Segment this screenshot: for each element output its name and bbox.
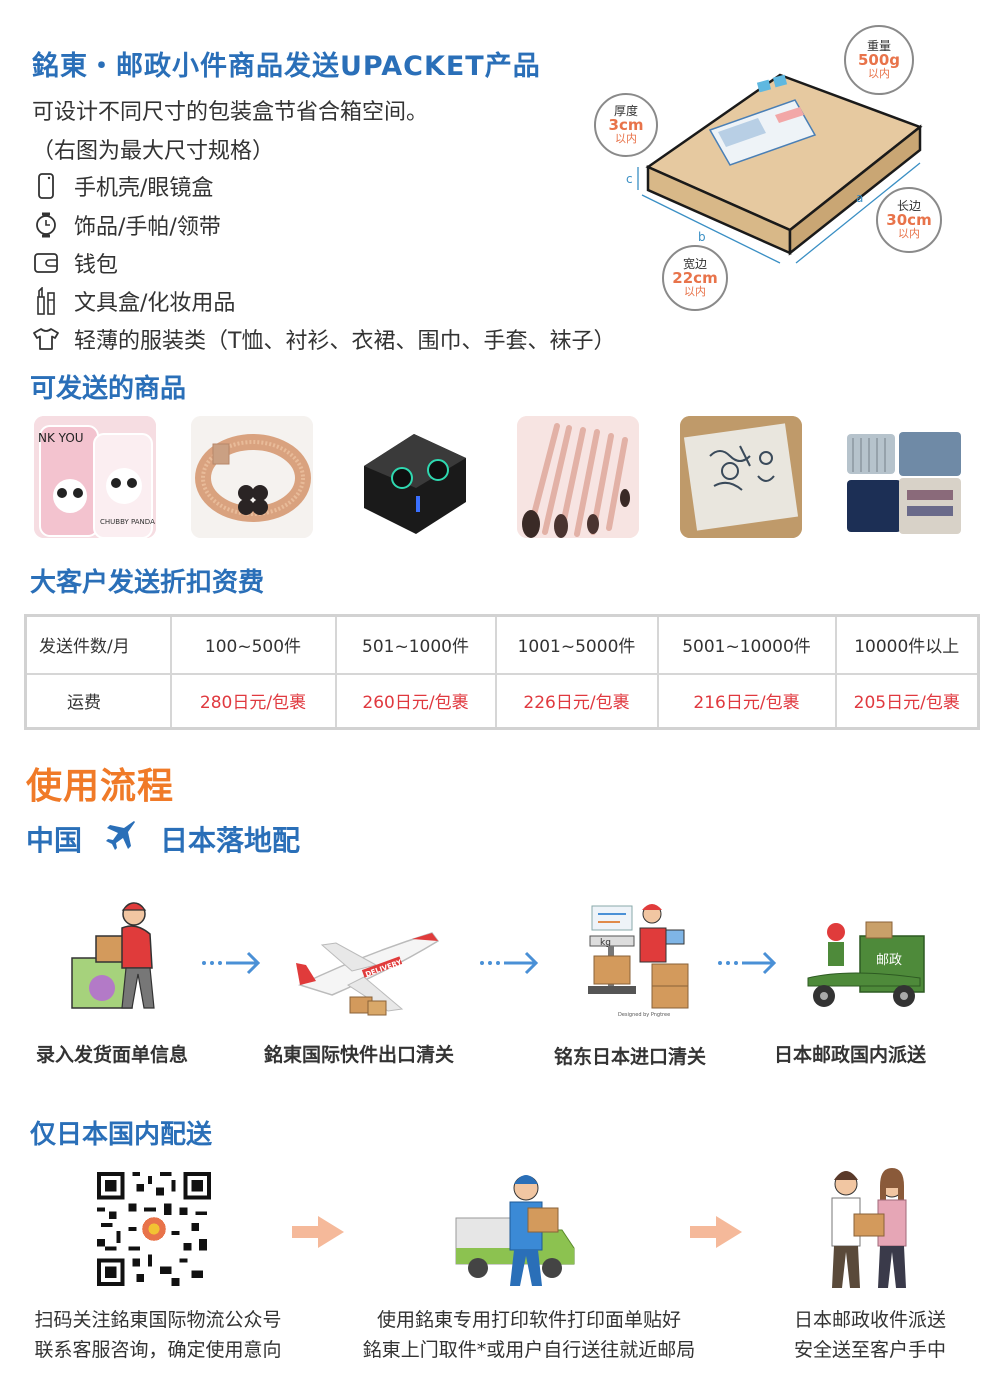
price-cell: 280日元/包裹 (169, 672, 337, 730)
product-makeup-brushes (517, 416, 639, 538)
phone-icon (32, 172, 60, 200)
weight-badge: 重量 500g 以内 (844, 25, 914, 95)
domestic-section-title: 仅日本国内配送 (30, 1120, 213, 1150)
feature-item-accessories: 饰品/手帕/领带 (32, 209, 221, 241)
product-panda-phone-cases: NK YOU CHUBBY PANDA (34, 416, 156, 538)
feature-label: 钱包 (74, 253, 119, 278)
svg-text:邮政: 邮政 (876, 953, 902, 968)
width-badge: 宽边 22cm 以内 (662, 245, 728, 311)
domestic-step-2-text: 使用銘東专用打印软件打印面单贴好 銘東上门取件*或用户自行送往就近邮局 (362, 1309, 696, 1362)
products-section-title: 可发送的商品 (30, 374, 187, 404)
tier-cell: 100~500件 (169, 614, 337, 675)
svg-text:NK YOU: NK YOU (38, 431, 84, 445)
feature-label: 饰品/手帕/领带 (74, 215, 221, 240)
tshirt-icon (32, 325, 60, 353)
tier-cell: 10000件以上 (834, 614, 980, 675)
flow-arrow (478, 950, 540, 976)
watch-icon (32, 211, 60, 239)
price-cell: 205日元/包裹 (834, 672, 980, 730)
page-title: 銘東・邮政小件商品发送UPACKET产品 (32, 51, 541, 82)
flow-step-label: 录入发货面单信息 (36, 1044, 189, 1066)
feature-item-phone: 手机壳/眼镜盒 (32, 170, 213, 202)
qr-code-image[interactable] (96, 1172, 212, 1286)
price-cell: 226日元/包裹 (494, 672, 659, 730)
table-row: 运费 280日元/包裹 260日元/包裹 226日元/包裹 216日元/包裹 2… (24, 672, 980, 730)
table-header-cell: 运费 (24, 672, 172, 730)
dim-a-label: a (856, 191, 863, 205)
courier-truck-illustration (452, 1164, 582, 1294)
flow-step-label: 日本邮政国内派送 (774, 1044, 927, 1066)
step-airplane-illustration: DELIVERY (292, 925, 442, 1020)
step-postal-scooter-illustration: 邮政 (800, 912, 930, 1012)
domestic-step-1-text: 扫码关注銘東国际物流公众号 联系客服咨询，确定使用意向 (34, 1309, 282, 1362)
rates-section-title: 大客户发送折扣资费 (30, 568, 265, 598)
route-destination: 日本落地配 (160, 823, 301, 857)
svg-text:CHUBBY PANDA: CHUBBY PANDA (100, 518, 155, 526)
svg-text:Designed by Pngtree: Designed by Pngtree (618, 1012, 670, 1018)
table-row: 发送件数/月 100~500件 501~1000件 1001~5000件 500… (24, 614, 980, 675)
intro-line-1: 可设计不同尺寸的包装盒节省合箱空间。 (32, 100, 429, 125)
price-cell: 260日元/包裹 (334, 672, 497, 730)
flow-arrow (200, 950, 262, 976)
domestic-arrow (690, 1212, 744, 1256)
step-customs-illustration: kg Designed by Pngtree (582, 900, 694, 1020)
tier-cell: 501~1000件 (334, 614, 497, 675)
flow-arrow (716, 950, 778, 976)
tier-cell: 1001~5000件 (494, 614, 659, 675)
product-wireless-earbuds (354, 416, 476, 538)
feature-item-stationery: 文具盒/化妆用品 (32, 285, 235, 317)
domestic-arrow (292, 1212, 346, 1256)
flow-section-title: 使用流程 (26, 766, 175, 807)
feature-item-clothing: 轻薄的服装类（T恤、衬衫、衣裙、围巾、手套、袜子） (32, 323, 615, 355)
feature-label: 文具盒/化妆用品 (74, 291, 236, 316)
table-header-cell: 发送件数/月 (24, 614, 172, 675)
airplane-icon (104, 818, 138, 859)
step-packing-illustration (66, 898, 166, 1018)
svg-text:kg: kg (600, 938, 611, 948)
cosmetics-icon (32, 287, 60, 315)
feature-item-wallet: 钱包 (32, 247, 118, 279)
flow-step-label: 銘東国际快件出口清关 (264, 1044, 455, 1066)
handover-illustration (818, 1164, 918, 1294)
product-rose-gold-bracelet (191, 416, 313, 538)
dim-b-label: b (698, 230, 706, 244)
route-origin: 中国 (26, 823, 83, 857)
thickness-badge: 厚度 3cm 以内 (594, 93, 658, 157)
flow-route-subtitle: 中国 日本落地配 (26, 818, 300, 859)
product-cloth-in-box (680, 416, 802, 538)
feature-label: 轻薄的服装类（T恤、衬衫、衣裙、围巾、手套、袜子） (74, 329, 616, 354)
domestic-step-3-text: 日本邮政收件派送 安全送至客户手中 (793, 1309, 946, 1362)
price-cell: 216日元/包裹 (656, 672, 837, 730)
feature-label: 手机壳/眼镜盒 (74, 176, 214, 201)
package-size-illustration: c b a 重量 500g 以内 厚度 3cm 以内 长边 30cm 以内 宽边… (590, 15, 990, 315)
flow-step-label: 铭东日本进口清关 (554, 1046, 707, 1068)
length-badge: 长边 30cm 以内 (876, 187, 942, 253)
rate-table: 发送件数/月 100~500件 501~1000件 1001~5000件 500… (24, 614, 980, 730)
tier-cell: 5001~10000件 (656, 614, 837, 675)
wallet-icon (32, 249, 60, 277)
product-wallets (843, 416, 965, 538)
intro-line-2: （右图为最大尺寸规格） (32, 139, 275, 164)
dim-c-label: c (626, 172, 633, 186)
